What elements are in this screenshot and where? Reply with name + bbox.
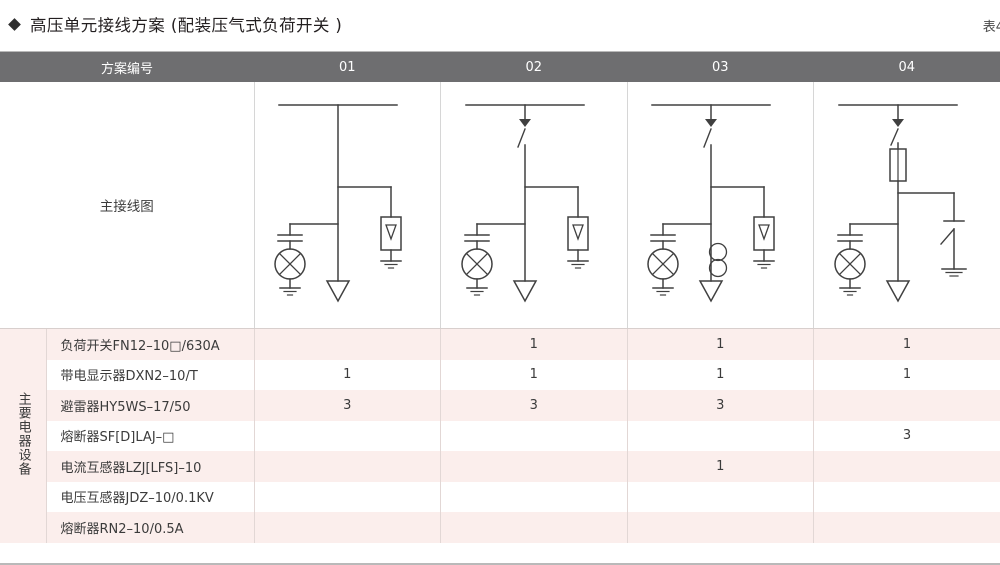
equipment-name: 负荷开关FN12–10□/630A bbox=[46, 328, 255, 360]
table-row: 熔断器RN2–10/0.5A bbox=[0, 512, 1000, 543]
equipment-qty-04 bbox=[813, 390, 1000, 421]
table-header-row: 方案编号 01 02 03 04 bbox=[0, 52, 1000, 82]
header-scheme-04: 04 bbox=[813, 52, 1000, 82]
header-scheme-03: 03 bbox=[627, 52, 814, 82]
header-scheme-number: 方案编号 bbox=[0, 52, 255, 82]
equipment-qty-03: 3 bbox=[627, 390, 815, 421]
equipment-qty-02: 3 bbox=[440, 390, 628, 421]
load-switch-icon bbox=[518, 119, 531, 127]
current-transformer-icon bbox=[709, 242, 728, 262]
equipment-qty-02 bbox=[440, 481, 628, 512]
equipment-qty-03: 1 bbox=[627, 328, 815, 360]
equipment-qty-01 bbox=[254, 328, 442, 360]
equipment-name: 避雷器HY5WS–17/50 bbox=[46, 390, 255, 421]
page-title-text: 高压单元接线方案 (配装压气式负荷开关 ) bbox=[30, 16, 343, 35]
table-top-rule bbox=[0, 51, 1000, 52]
equipment-qty-02 bbox=[440, 451, 628, 482]
equipment-qty-01 bbox=[254, 420, 442, 451]
main-wiring-diagram-label: 主接线图 bbox=[0, 82, 255, 329]
equipment-qty-01 bbox=[254, 481, 442, 512]
equipment-qty-03 bbox=[627, 481, 815, 512]
equipment-qty-04: 1 bbox=[813, 328, 1000, 360]
equipment-qty-03: 1 bbox=[627, 359, 815, 390]
equipment-name: 带电显示器DXN2–10/T bbox=[46, 359, 255, 390]
equipment-qty-04 bbox=[813, 451, 1000, 482]
equipment-qty-03 bbox=[627, 420, 815, 451]
table-row: 熔断器SF[D]LAJ–□ 3 bbox=[0, 420, 1000, 451]
equipment-name: 熔断器SF[D]LAJ–□ bbox=[46, 420, 255, 451]
equipment-qty-02 bbox=[440, 420, 628, 451]
equipment-qty-04: 3 bbox=[813, 420, 1000, 451]
equipment-qty-02: 1 bbox=[440, 359, 628, 390]
equipment-qty-04 bbox=[813, 512, 1000, 543]
main-wiring-diagram-row: 主接线图 bbox=[0, 82, 1000, 329]
wiring-diagram-02 bbox=[440, 82, 628, 329]
surge-arrester-icon bbox=[567, 216, 589, 251]
wiring-diagram-01 bbox=[254, 82, 442, 329]
equipment-group-label: 主要电器设备 bbox=[0, 328, 47, 543]
wiring-diagram-03 bbox=[627, 82, 815, 329]
table-row: 电压互感器JDZ–10/0.1KV bbox=[0, 481, 1000, 512]
equipment-qty-01: 1 bbox=[254, 359, 442, 390]
equipment-name: 电流互感器LZJ[LFS]–10 bbox=[46, 451, 255, 482]
table-row: 主要电器设备 负荷开关FN12–10□/630A 1 1 1 bbox=[0, 328, 1000, 543]
equipment-qty-01 bbox=[254, 451, 442, 482]
equipment-qty-02: 1 bbox=[440, 328, 628, 360]
header-scheme-01: 01 bbox=[254, 52, 441, 82]
table-row: 电流互感器LZJ[LFS]–10 1 bbox=[0, 451, 1000, 482]
equipment-qty-01 bbox=[254, 512, 442, 543]
header-scheme-02: 02 bbox=[440, 52, 628, 82]
table-row: 避雷器HY5WS–17/50 3 3 3 bbox=[0, 390, 1000, 421]
equipment-qty-03: 1 bbox=[627, 451, 815, 482]
table-bottom-rule bbox=[0, 563, 1000, 565]
equipment-qty-04: 1 bbox=[813, 359, 1000, 390]
equipment-qty-02 bbox=[440, 512, 628, 543]
cable-terminal-icon bbox=[885, 280, 911, 303]
equipment-qty-03 bbox=[627, 512, 815, 543]
load-switch-icon bbox=[705, 119, 718, 127]
table-number-label: 表4 bbox=[982, 20, 1000, 35]
cable-terminal-icon bbox=[512, 280, 538, 303]
load-switch-icon bbox=[892, 119, 905, 127]
page-title: 高压单元接线方案 (配装压气式负荷开关 ) 表4 bbox=[0, 0, 1000, 48]
equipment-name: 电压互感器JDZ–10/0.1KV bbox=[46, 481, 255, 512]
cable-terminal-icon bbox=[698, 280, 724, 303]
wiring-scheme-table: 方案编号 01 02 03 04 主接线图 bbox=[0, 52, 1000, 543]
equipment-name: 熔断器RN2–10/0.5A bbox=[46, 512, 255, 543]
equipment-qty-04 bbox=[813, 481, 1000, 512]
surge-arrester-icon bbox=[380, 216, 403, 251]
equipment-qty-01: 3 bbox=[254, 390, 442, 421]
bullet-diamond-icon bbox=[8, 17, 21, 31]
cable-terminal-icon bbox=[325, 280, 351, 303]
surge-arrester-icon bbox=[753, 216, 776, 251]
table-row: 带电显示器DXN2–10/T 1 1 1 1 bbox=[0, 359, 1000, 390]
wiring-diagram-04 bbox=[813, 82, 1000, 329]
